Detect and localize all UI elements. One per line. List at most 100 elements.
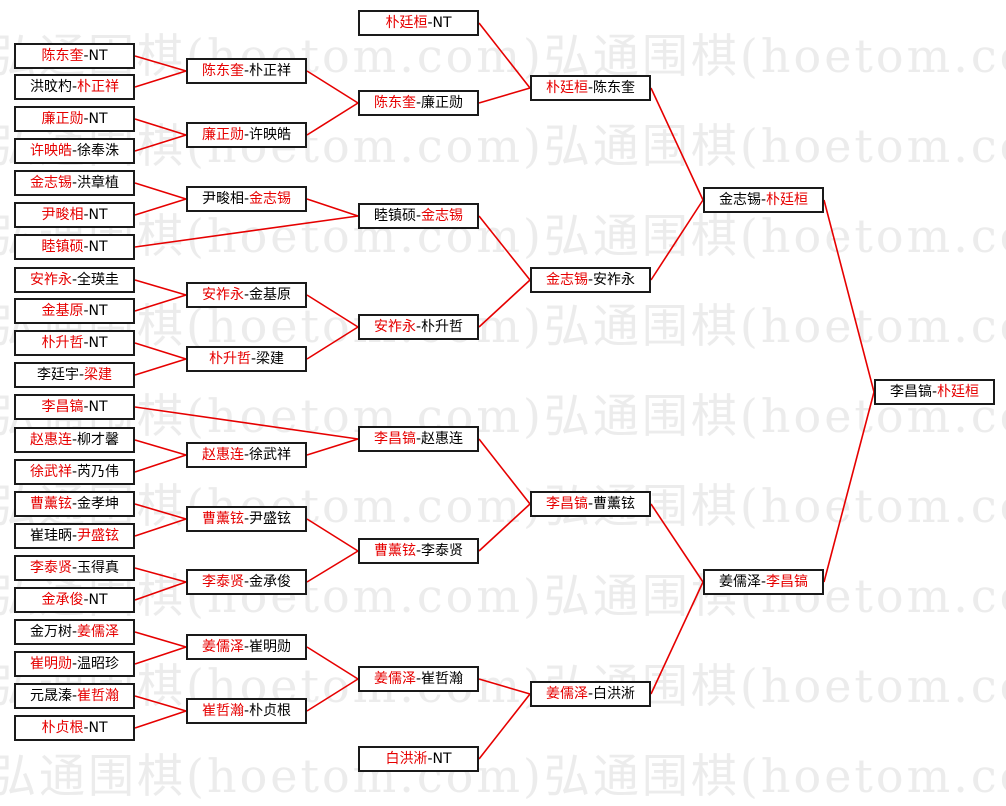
separator: - (71, 272, 78, 288)
bracket-connector (134, 182, 187, 200)
match-box-r1: 李昌镐-NT (14, 394, 135, 420)
match-box-r2: 尹畯相-金志锡 (186, 186, 307, 212)
player-name: 姜儒泽 (201, 639, 244, 655)
match-box-r3: 曹薰铉-李泰贤 (358, 538, 479, 564)
separator: - (71, 528, 78, 544)
bracket-connector (134, 358, 187, 376)
player-name: 玉得真 (77, 560, 120, 576)
match-box-r1: 赵惠连-柳才馨 (14, 427, 135, 453)
match-box-r1: 金万树-姜儒泽 (14, 619, 135, 645)
bracket-connector (134, 439, 187, 456)
player-name: NT (88, 335, 108, 351)
bracket-connector (478, 693, 531, 760)
player-name: 崔明勋 (29, 656, 72, 672)
player-name: 姜儒泽 (718, 574, 761, 590)
bracket-connector (134, 134, 187, 152)
bracket-connector (478, 22, 531, 89)
bracket-connector (478, 503, 531, 552)
player-name: 李昌镐 (373, 431, 416, 447)
player-name: 曹薰铉 (29, 496, 72, 512)
separator: - (243, 127, 250, 143)
player-name: 陈东奎 (593, 80, 636, 96)
bracket-connector (134, 518, 187, 537)
match-box-r1: 金承俊-NT (14, 587, 135, 613)
player-name: 李廷宇 (36, 367, 79, 383)
match-box-r1: 许映皓-徐奉洙 (14, 138, 135, 164)
player-name: 安祚永 (201, 287, 244, 303)
player-name: 李泰贤 (201, 574, 244, 590)
player-name: 朴升哲 (421, 319, 464, 335)
match-box-r3: 姜儒泽-崔哲瀚 (358, 666, 479, 692)
match-box-r2: 李泰贤-金承俊 (186, 569, 307, 595)
match-box-r1: 廉正勋-NT (14, 106, 135, 132)
bracket-connector (306, 326, 359, 360)
match-box-r2: 曹薰铉-尹盛铉 (186, 506, 307, 532)
separator: - (243, 703, 250, 719)
bracket-connector (478, 438, 531, 505)
separator: - (243, 511, 250, 527)
bracket-connector (306, 198, 359, 217)
player-name: 曹薰铉 (593, 496, 636, 512)
player-name: 朴正祥 (77, 79, 120, 95)
player-name: 李昌镐 (889, 384, 932, 400)
bracket-connector (306, 550, 359, 583)
bracket-connector (478, 678, 531, 695)
player-name: 崔明勋 (249, 639, 292, 655)
separator: - (83, 399, 89, 415)
bracket-connector (134, 118, 187, 136)
separator: - (243, 63, 250, 79)
bracket-connector (134, 631, 187, 648)
bracket-connector (306, 70, 359, 104)
match-box-r1: 睦镇硕-NT (14, 234, 135, 260)
match-box-r1: 陈东奎-NT (14, 43, 135, 69)
bracket-connector (134, 55, 187, 72)
bracket-connector (823, 391, 875, 583)
separator: - (71, 624, 78, 640)
bracket-connector (134, 454, 187, 473)
player-name: NT (88, 239, 108, 255)
player-name: 赵惠连 (201, 447, 244, 463)
bracket-connector (134, 198, 187, 216)
player-name: 尹盛铉 (249, 511, 292, 527)
separator: - (83, 239, 89, 255)
player-name: 芮乃伟 (77, 464, 120, 480)
match-box-r2: 崔哲瀚-朴贞根 (186, 698, 307, 724)
player-name: 金万树 (29, 624, 72, 640)
match-box-r2: 安祚永-金基原 (186, 282, 307, 308)
bracket-connector (134, 567, 187, 583)
separator: - (587, 272, 594, 288)
player-name: 崔珪昞 (29, 528, 72, 544)
bracket-connector (478, 215, 531, 281)
separator: - (71, 143, 78, 159)
player-name: 朴廷桓 (545, 80, 588, 96)
separator: - (243, 287, 250, 303)
player-name: 睦镇硕 (373, 208, 416, 224)
match-box-r4: 姜儒泽-白洪淅 (530, 681, 651, 707)
player-name: 尹盛铉 (77, 528, 120, 544)
player-name: 金志锡 (29, 175, 72, 191)
separator: - (931, 384, 938, 400)
match-box-r1: 洪旼杓-朴正祥 (14, 74, 135, 100)
player-name: 姜儒泽 (545, 686, 588, 702)
player-name: 朴贞根 (249, 703, 292, 719)
bracket-connector (650, 503, 704, 583)
match-box-r1: 元晟溱-崔哲瀚 (14, 683, 135, 709)
match-box-r1: 曹薰铉-金孝坤 (14, 491, 135, 517)
match-box-r1: 李廷宇-梁建 (14, 362, 135, 388)
player-name: 崔哲瀚 (201, 703, 244, 719)
separator: - (243, 639, 250, 655)
bracket-connector (306, 518, 359, 552)
player-name: 金孝坤 (77, 496, 120, 512)
player-name: NT (88, 592, 108, 608)
separator: - (243, 191, 250, 207)
player-name: 金志锡 (718, 192, 761, 208)
player-name: 姜儒泽 (373, 671, 416, 687)
bracket-connector (306, 102, 359, 136)
match-box-r1: 崔珪昞-尹盛铉 (14, 523, 135, 549)
player-name: 姜儒泽 (77, 624, 120, 640)
player-name: 尹畯相 (201, 191, 244, 207)
player-name: 李昌镐 (41, 399, 84, 415)
match-box-final: 李昌镐-朴廷桓 (874, 379, 995, 405)
bracket-connector (134, 581, 187, 601)
player-name: 陈东奎 (41, 48, 84, 64)
